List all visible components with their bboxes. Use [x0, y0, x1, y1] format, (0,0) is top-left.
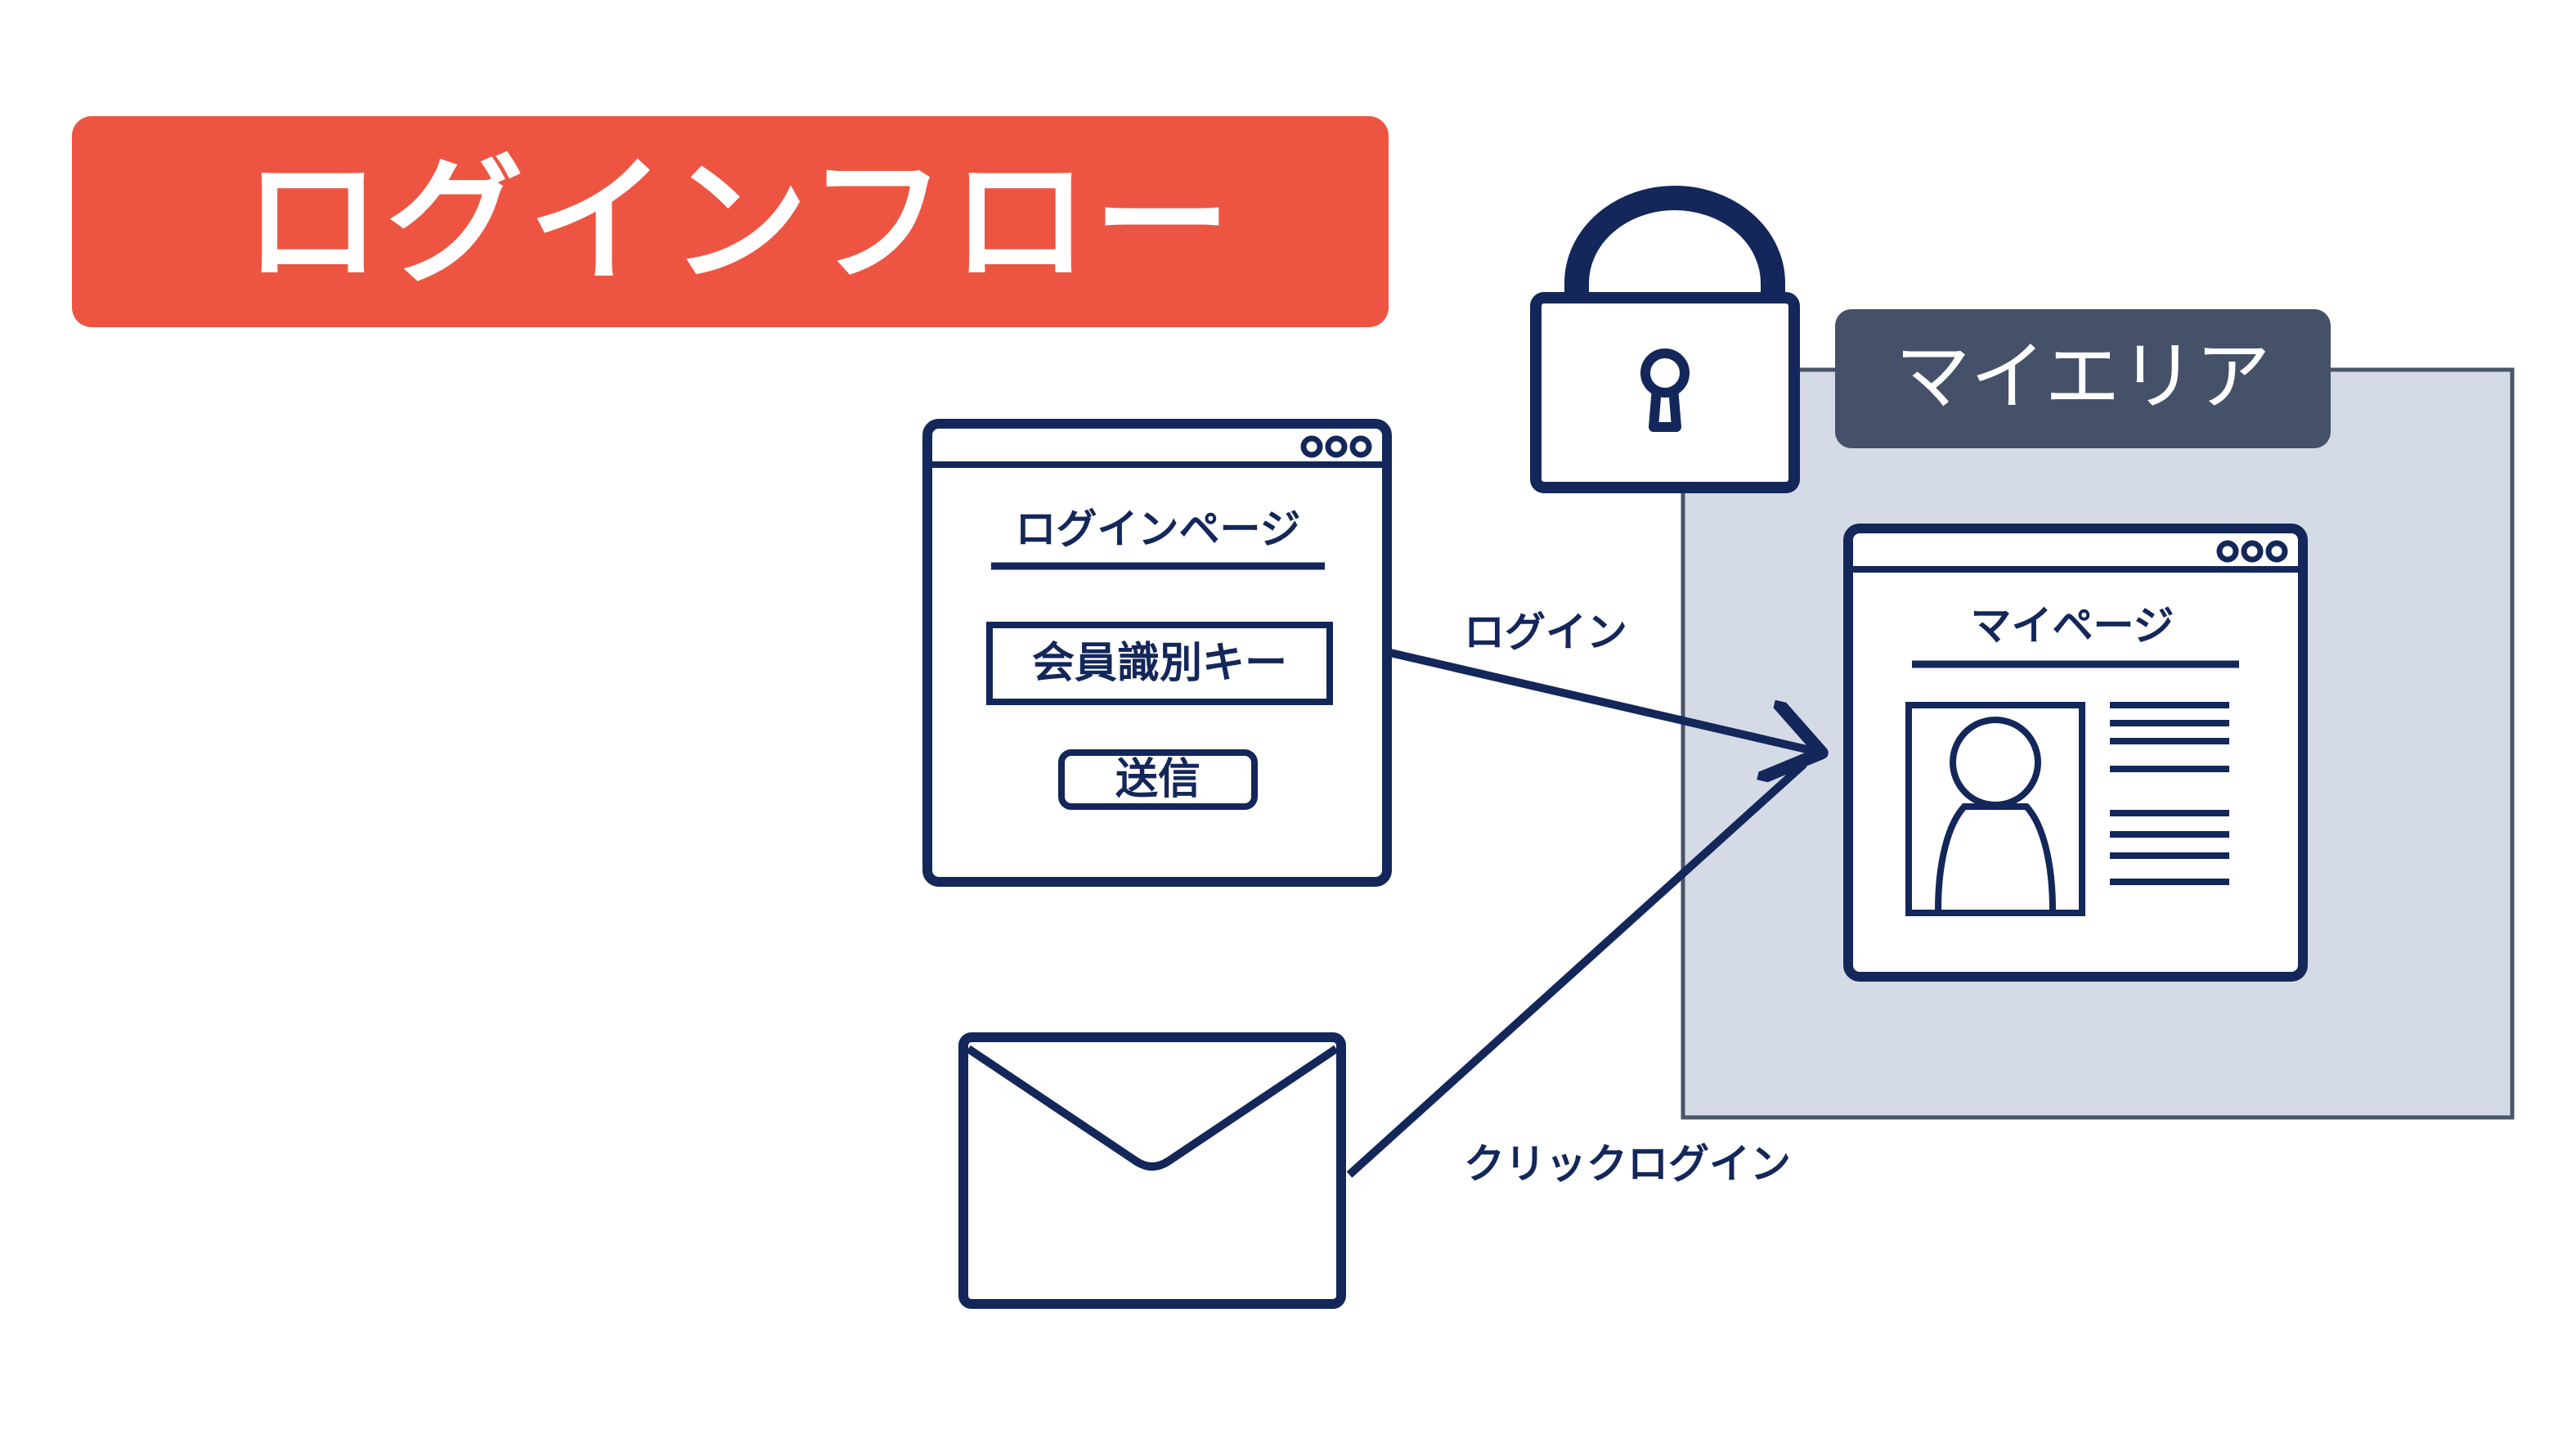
window-dots-icon [1300, 435, 1372, 458]
member-key-field-label: 会員識別キー [1032, 639, 1287, 688]
my-area-label: マイエリア [1895, 333, 2270, 420]
submit-button-label: 送信 [1115, 755, 1200, 804]
login-arrow-label: ログイン [1464, 609, 1627, 656]
login-page-heading: ログインページ [1016, 506, 1301, 553]
title-banner: ログインフロー [72, 116, 1389, 327]
login-arrow [1389, 649, 1814, 751]
lock-icon [1530, 186, 1800, 493]
user-avatar-icon [1905, 702, 2085, 916]
page-title: ログインフロー [244, 142, 1236, 302]
window-dots-icon [2216, 540, 2288, 563]
my-area-tab [1835, 309, 2331, 448]
profile-text-lines [2110, 702, 2229, 885]
login-page-window: ログインページ 会員識別キー 送信 [922, 419, 1392, 887]
envelope-icon [958, 1032, 1346, 1309]
member-key-field[interactable] [986, 622, 1333, 705]
my-page-heading: マイページ [1971, 602, 2174, 650]
submit-button[interactable] [1058, 749, 1258, 810]
my-page-window: マイページ [1843, 524, 2308, 982]
click-login-arrow-label: クリックログイン [1464, 1140, 1791, 1188]
click-login-arrow [1346, 761, 1807, 1178]
